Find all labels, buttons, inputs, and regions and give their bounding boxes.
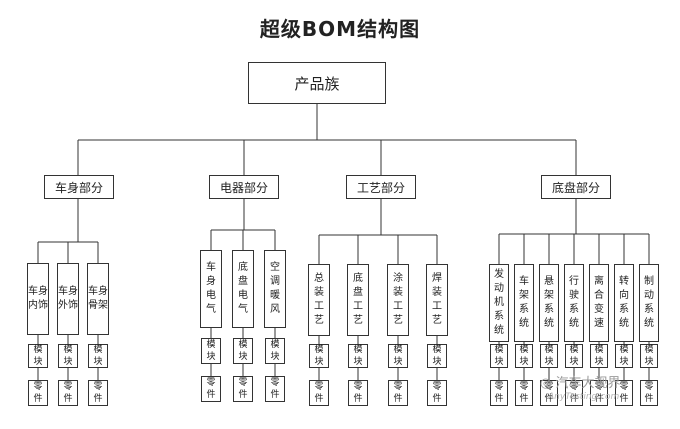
part-box: 零 件 (640, 380, 658, 406)
part-box: 零 件 (28, 380, 48, 406)
part-box: 零 件 (348, 380, 368, 406)
group-label: 车身部分 (54, 180, 103, 195)
diagram-title: 超级BOM结构图 (259, 17, 421, 41)
module-box: 模 块 (348, 344, 368, 368)
part-box: 零 件 (515, 380, 533, 406)
subsystem-box: 转 向 系 统 (614, 264, 634, 342)
subsystem-box: 底 盘 电 气 (232, 250, 254, 328)
module-box: 模 块 (201, 338, 221, 364)
part-box: 零 件 (58, 380, 78, 406)
subsystem-box: 涂 装 工 艺 (387, 264, 409, 336)
group-chassis: 底盘部分 (541, 175, 611, 199)
watermark-icon: ◎ (540, 376, 552, 391)
subsystem-box: 制 动 系 统 (639, 264, 659, 342)
module-box: 模 块 (540, 344, 558, 368)
subsystem-box: 悬 架 系 统 (539, 264, 559, 342)
subsystem-box: 发 动 机 系 统 (489, 264, 509, 342)
subsystem-box: 空 调 暖 风 (264, 250, 286, 328)
module-box: 模 块 (615, 344, 633, 368)
subsystem-box: 车 架 系 统 (514, 264, 534, 342)
part-box: 零 件 (233, 376, 253, 402)
group-label: 电器部分 (219, 180, 268, 195)
module-box: 模 块 (640, 344, 658, 368)
subsystem-box: 车身 骨架 (87, 263, 109, 335)
part-box: 零 件 (427, 380, 447, 406)
part-box: 零 件 (265, 376, 285, 402)
module-box: 模 块 (515, 344, 533, 368)
subsystem-box: 底 盘 工 艺 (347, 264, 369, 336)
watermark-sub: AnyTesting.com (548, 392, 620, 402)
subsystem-box: 行 驶 系 统 (564, 264, 584, 342)
group-body: 车身部分 (44, 175, 114, 199)
group-label: 底盘部分 (551, 180, 600, 195)
subsystem-box: 车身 内饰 (27, 263, 49, 335)
module-box: 模 块 (58, 344, 78, 368)
subsystem-box: 焊 装 工 艺 (426, 264, 448, 336)
root-label: 产品族 (294, 74, 340, 93)
part-box: 零 件 (540, 380, 558, 406)
part-box: 零 件 (565, 380, 583, 406)
module-box: 模 块 (490, 344, 508, 368)
part-box: 零 件 (388, 380, 408, 406)
module-box: 模 块 (28, 344, 48, 368)
subsystem-box: 车身 外饰 (57, 263, 79, 335)
subsystem-box: 总 装 工 艺 (308, 264, 330, 336)
part-box: 零 件 (201, 376, 221, 402)
part-box: 零 件 (88, 380, 108, 406)
root-node: 产品族 (248, 62, 386, 104)
group-electrical: 电器部分 (209, 175, 279, 199)
group-label: 工艺部分 (356, 180, 405, 195)
part-box: 零 件 (309, 380, 329, 406)
group-process: 工艺部分 (346, 175, 416, 199)
module-box: 模 块 (427, 344, 447, 368)
watermark: ◎ 汽车大视界 (540, 376, 621, 391)
module-box: 模 块 (565, 344, 583, 368)
part-box: 零 件 (590, 380, 608, 406)
part-box: 零 件 (615, 380, 633, 406)
module-box: 模 块 (233, 338, 253, 364)
module-box: 模 块 (309, 344, 329, 368)
module-box: 模 块 (388, 344, 408, 368)
module-box: 模 块 (590, 344, 608, 368)
part-box: 零 件 (490, 380, 508, 406)
subsystem-box: 离 合 变 速 (589, 264, 609, 342)
module-box: 模 块 (88, 344, 108, 368)
subsystem-box: 车 身 电 气 (200, 250, 222, 328)
module-box: 模 块 (265, 338, 285, 364)
